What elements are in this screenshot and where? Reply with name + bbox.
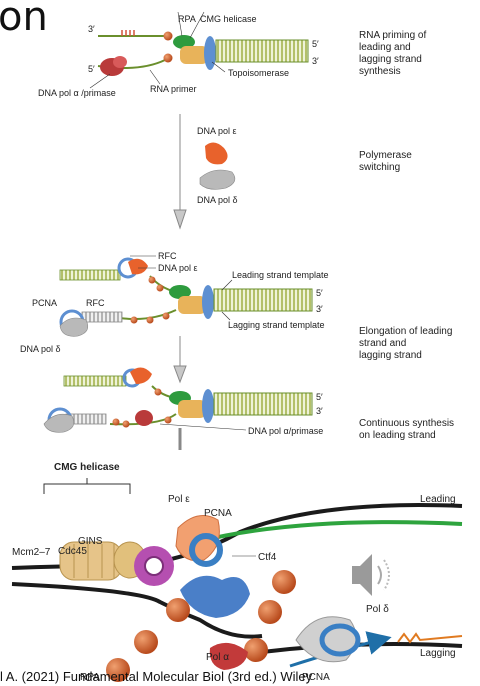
ctf4-shape — [180, 575, 250, 618]
lagging-label: Lagging — [420, 648, 456, 659]
cmg-ring-shape — [180, 46, 208, 64]
end-5-label: 5′ — [312, 39, 319, 49]
pol-delta-shape — [59, 317, 89, 337]
speaker-icon[interactable] — [352, 554, 390, 596]
cmg-helicase-shape — [173, 35, 195, 49]
panel-caption: Continuous synthesis on leading strand — [359, 418, 455, 441]
pol-epsilon-shape — [128, 258, 148, 275]
rna-primer-label: RNA primer — [150, 84, 197, 94]
pol-epsilon-label: DNA pol ε — [158, 263, 198, 273]
pol-delta-shape — [199, 169, 236, 190]
topoisomerase-label: Topoisomerase — [228, 68, 289, 78]
panel-caption: Polymerase switching — [359, 150, 412, 173]
slide-title-fragment: on — [0, 0, 48, 40]
panel-rna-priming: RPA CMG helicase Topoisomerase DNA pol α… — [38, 11, 319, 98]
topoisomerase-shape — [204, 36, 216, 70]
pol-delta-label: DNA pol δ — [197, 195, 238, 205]
pcna-label: PCNA — [32, 298, 57, 308]
cdc45-label: Cdc45 — [58, 546, 87, 557]
cmg-ring-shape — [178, 296, 206, 314]
pol-epsilon-shape — [205, 142, 228, 165]
panel-continuous-synthesis: DNA pol α/primase 5′ 3′ — [43, 367, 323, 450]
end-5-label: 5′ — [316, 288, 323, 298]
rpa-balls — [106, 570, 296, 682]
okazaki-primer — [397, 632, 463, 644]
panel-elongation: RFC DNA pol ε Leading strand template La… — [20, 251, 329, 354]
panel-polymerase-switching: DNA pol ε DNA pol δ — [197, 126, 238, 205]
panel-caption: Elongation of leading strand and lagging… — [359, 326, 453, 361]
parental-dna-duplex — [213, 288, 313, 312]
leading-nascent-duplex — [59, 269, 121, 281]
pol-delta-label: Pol δ — [366, 604, 389, 615]
cmg-ring-shape — [178, 400, 206, 418]
leading-strand-template-label: Leading strand template — [232, 270, 329, 280]
gins-label: GINS — [78, 536, 103, 547]
leading-nascent-strand — [195, 520, 463, 544]
rfc-label: RFC — [86, 298, 105, 308]
pol-epsilon-shape — [130, 367, 152, 384]
pol-alpha-shape — [209, 642, 248, 670]
pcna-label: PCNA — [204, 508, 232, 519]
end-3-label: 3′ — [88, 24, 95, 34]
cmg-helicase-heading: CMG helicase — [54, 462, 120, 473]
cmg-bracket — [43, 483, 131, 494]
lagging-strand-template-label: Lagging strand template — [228, 320, 325, 330]
ctf4-label: Ctf4 — [258, 552, 277, 563]
rpa-ball — [163, 31, 173, 41]
rpa-ball — [163, 53, 173, 63]
pcna-label: PCNA — [302, 672, 330, 683]
topoisomerase-shape — [202, 389, 214, 423]
primase-shape — [113, 56, 127, 68]
primase-label: DNA pol α /primase — [38, 88, 116, 98]
pol-epsilon-label: Pol ε — [168, 494, 190, 505]
panel-caption: RNA priming of leading and lagging stran… — [359, 30, 427, 77]
cmg-helicase-shape — [169, 285, 191, 299]
topoisomerase-shape — [202, 285, 214, 319]
end-5-label: 5′ — [88, 64, 95, 74]
citation-text: l A. (2021) Fundamental Molecular Biol (… — [0, 669, 313, 684]
leading-label: Leading — [420, 494, 456, 505]
cmg-helicase-label: CMG helicase — [200, 14, 257, 24]
gins-ring — [144, 556, 164, 576]
end-5-label: 5′ — [316, 392, 323, 402]
pol-alpha-label: Pol α — [206, 652, 229, 663]
pcna-ring — [319, 623, 361, 657]
primase-label: DNA pol α/primase — [248, 426, 323, 436]
rna-primer-ticks — [121, 30, 135, 36]
rfc-label: RFC — [158, 251, 177, 261]
end-3-label: 3′ — [316, 304, 323, 314]
pcna-ring — [189, 533, 223, 567]
flow-arrow — [173, 114, 187, 230]
flow-arrow — [173, 336, 187, 384]
cmg-detail-illustration: CMG helicase — [11, 462, 463, 683]
end-3-label: 3′ — [316, 406, 323, 416]
pol-delta-label: DNA pol δ — [20, 344, 61, 354]
rpa-label: RPA — [80, 672, 100, 683]
parental-dna-duplex — [215, 39, 309, 63]
end-3-label: 3′ — [312, 56, 319, 66]
primase-shape — [135, 410, 153, 426]
pol-epsilon-label: DNA pol ε — [197, 126, 237, 136]
rpa-label: RPA — [178, 14, 196, 24]
mcm2-7-label: Mcm2–7 — [12, 547, 51, 558]
lagging-nascent-duplex — [81, 311, 123, 323]
